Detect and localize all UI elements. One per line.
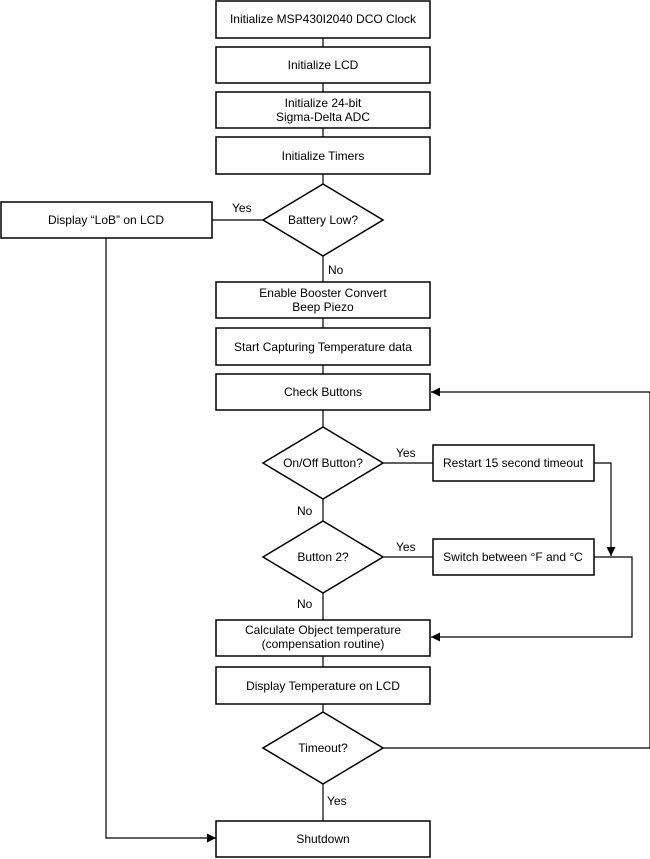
process-enable-booster-label-line2: Beep Piezo <box>292 300 354 314</box>
process-shutdown: Shutdown <box>215 820 431 858</box>
edge-timeout-no-to-check <box>383 387 650 749</box>
process-init-clock: Initialize MSP430I2040 DCO Clock <box>215 0 431 39</box>
process-display-temp: Display Temperature on LCD <box>215 666 431 705</box>
process-restart-timeout-label: Restart 15 second timeout <box>443 456 584 470</box>
decision-timeout: Timeout? <box>261 711 385 785</box>
edge-label-button2-yes: Yes <box>396 540 416 554</box>
decision-battery-low: Battery Low? <box>261 183 385 257</box>
edge-restart-to-merge <box>594 462 616 556</box>
process-restart-timeout: Restart 15 second timeout <box>432 444 595 482</box>
edge-lob-to-shutdown <box>105 238 216 843</box>
process-init-lcd: Initialize LCD <box>215 46 431 84</box>
decision-onoff-button-label: On/Off Button? <box>283 456 363 470</box>
decision-battery-low-label: Battery Low? <box>288 213 358 227</box>
edge-switch-to-calc <box>431 556 633 642</box>
process-display-temp-label: Display Temperature on LCD <box>246 679 400 693</box>
decision-button2: Button 2? <box>261 520 385 594</box>
process-check-buttons-label: Check Buttons <box>284 385 362 399</box>
edge-label-onoff-yes: Yes <box>396 446 416 460</box>
decision-onoff-button: On/Off Button? <box>261 426 385 500</box>
process-init-adc: Initialize 24-bit Sigma-Delta ADC <box>215 91 431 129</box>
decision-button2-label: Button 2? <box>297 550 349 564</box>
process-enable-booster-label-line1: Enable Booster Convert <box>259 286 387 300</box>
process-init-timers-label: Initialize Timers <box>282 149 365 163</box>
edge-label-battery-no: No <box>328 263 344 277</box>
process-init-timers: Initialize Timers <box>215 136 431 175</box>
process-check-buttons: Check Buttons <box>215 373 431 411</box>
process-init-adc-label-line1: Initialize 24-bit <box>285 96 362 110</box>
process-start-capture-label: Start Capturing Temperature data <box>234 340 412 354</box>
process-calculate: Calculate Object temperature (compensati… <box>215 619 431 657</box>
process-init-lcd-label: Initialize LCD <box>288 58 359 72</box>
process-start-capture: Start Capturing Temperature data <box>215 327 431 366</box>
process-enable-booster: Enable Booster Convert Beep Piezo <box>215 281 431 319</box>
process-calculate-label-line1: Calculate Object temperature <box>245 623 401 637</box>
edge-label-timeout-yes: Yes <box>327 794 347 808</box>
process-init-adc-label-line2: Sigma-Delta ADC <box>276 110 370 124</box>
edge-label-battery-yes: Yes <box>232 201 252 215</box>
process-switch-units: Switch between °F and °C <box>432 538 595 576</box>
process-init-clock-label: Initialize MSP430I2040 DCO Clock <box>230 12 417 26</box>
process-shutdown-label: Shutdown <box>296 832 349 846</box>
edge-label-onoff-no: No <box>297 504 313 518</box>
decision-timeout-label: Timeout? <box>298 741 348 755</box>
process-switch-units-label: Switch between °F and °C <box>443 550 583 564</box>
process-calculate-label-line2: (compensation routine) <box>262 637 385 651</box>
edge-label-button2-no: No <box>297 597 313 611</box>
process-display-lob-label: Display “LoB” on LCD <box>48 213 164 227</box>
process-display-lob: Display “LoB” on LCD <box>0 201 213 239</box>
connectors <box>105 38 650 843</box>
